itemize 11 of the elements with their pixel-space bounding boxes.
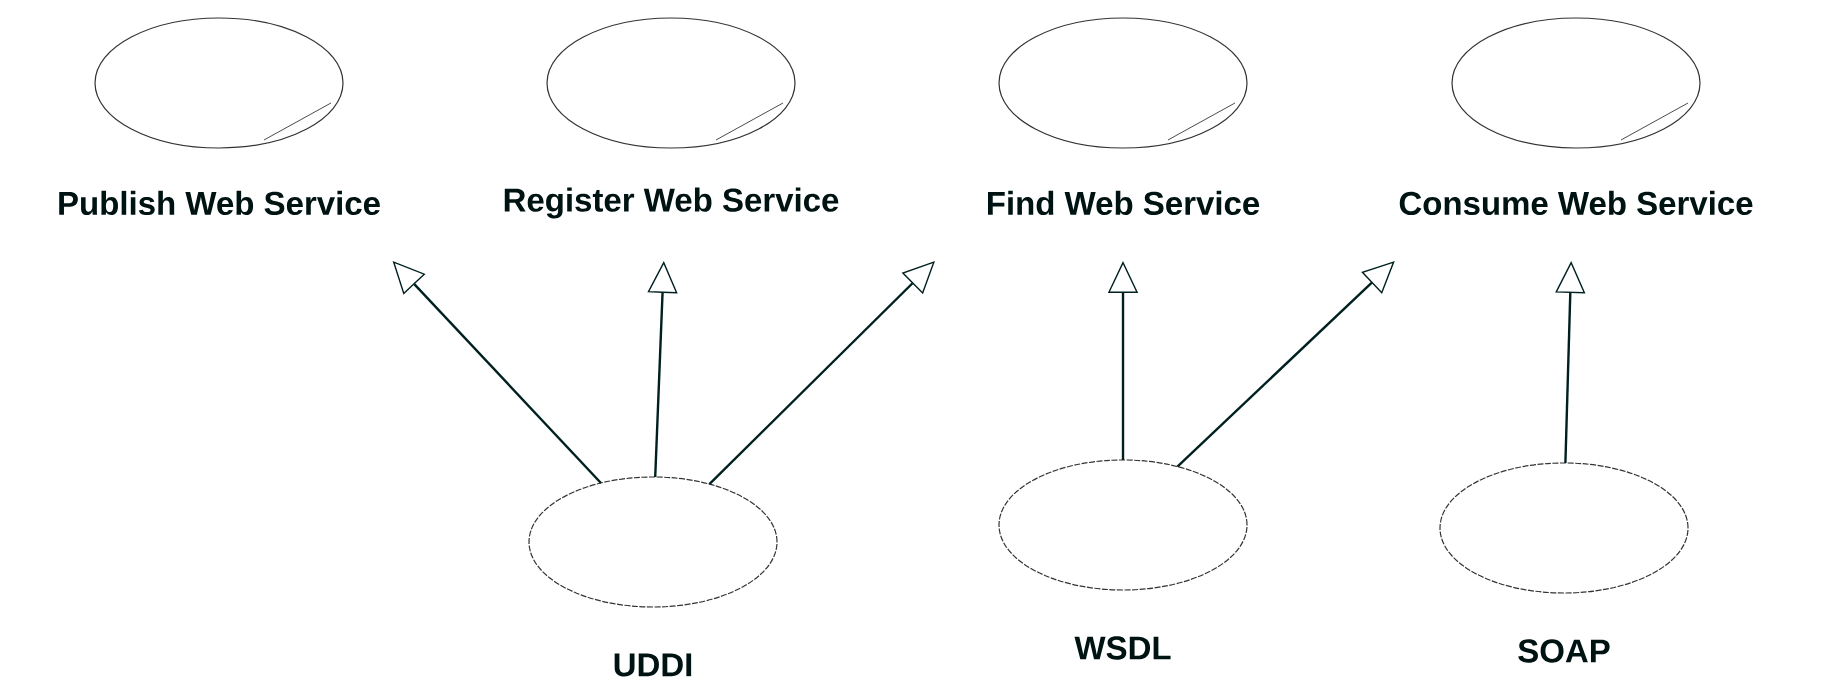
arrow: [1555, 261, 1586, 463]
node-label: SOAP: [1518, 639, 1610, 663]
node-label: WSDL: [1074, 636, 1171, 660]
node-label: Publish Web Service: [59, 190, 380, 216]
node-label: Consume Web Service: [1399, 190, 1753, 216]
node-label: UDDI: [614, 653, 692, 677]
node-label: Register Web Service: [504, 187, 839, 219]
arrow: [1176, 261, 1395, 468]
arrow: [708, 261, 935, 485]
node-label: Find Web Service: [987, 190, 1260, 216]
arrow: [647, 261, 678, 478]
